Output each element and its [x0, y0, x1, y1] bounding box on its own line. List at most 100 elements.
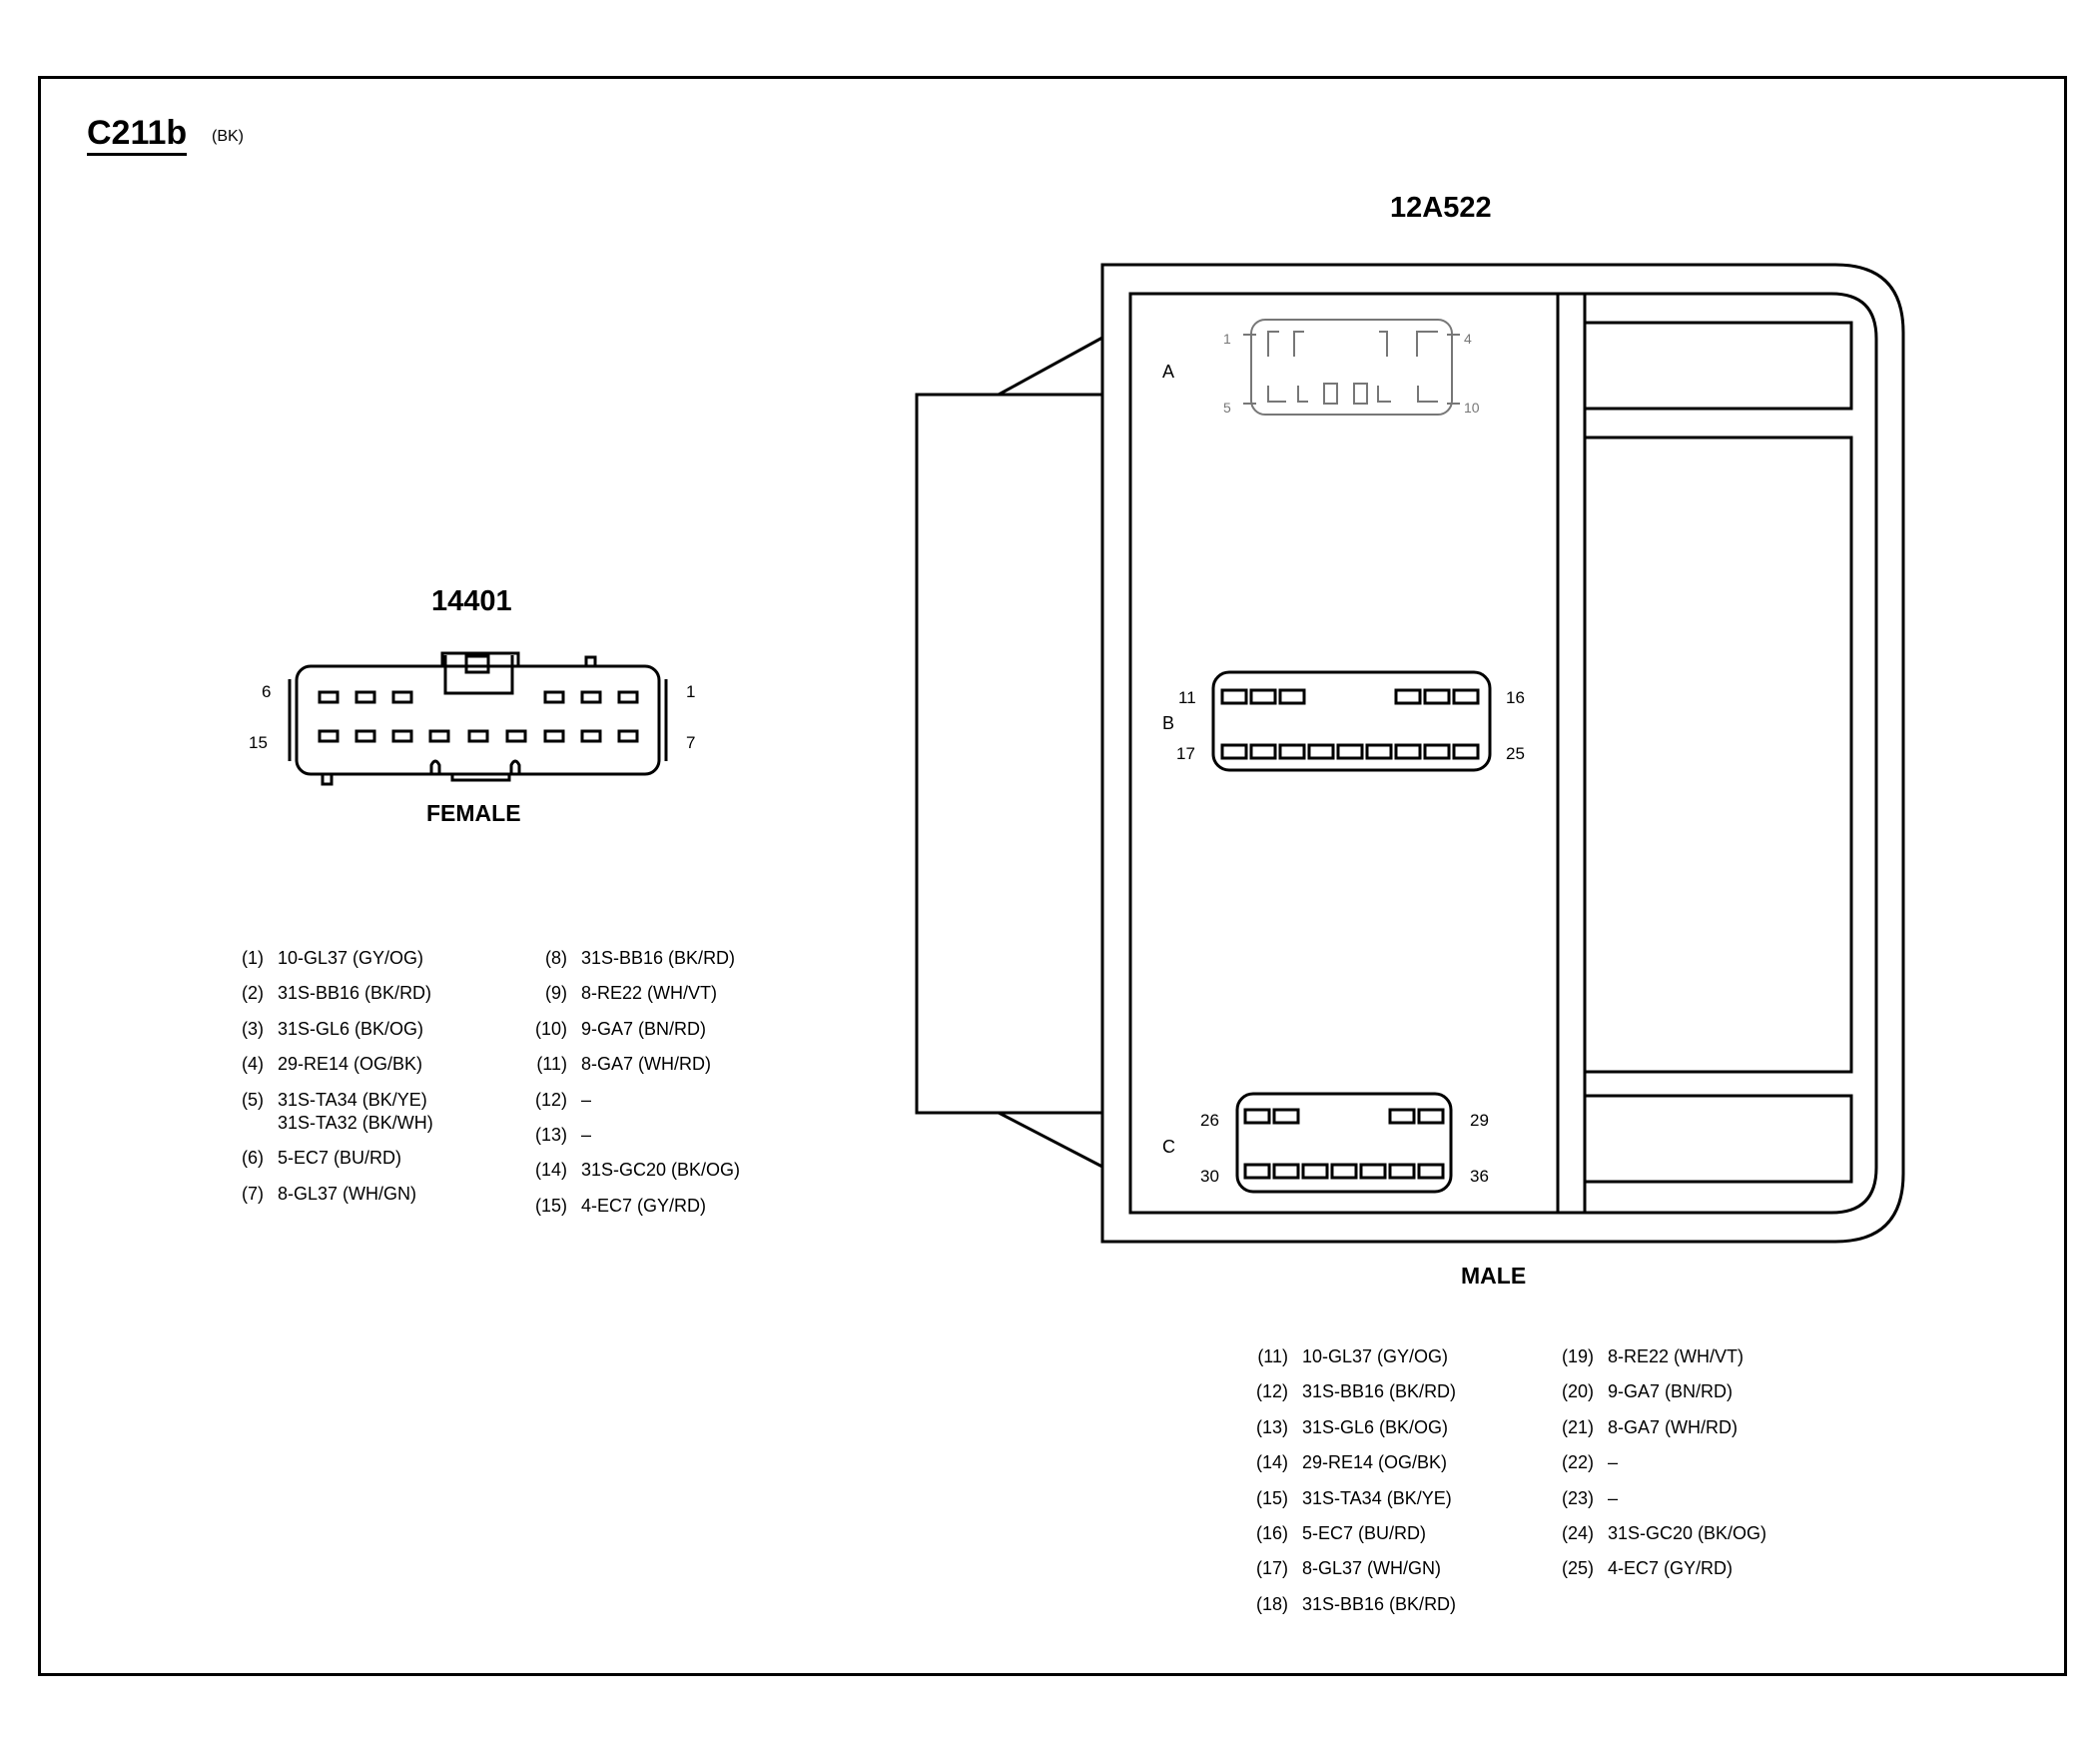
- block-b-cavity-bottom-3: [1278, 743, 1306, 760]
- female-pin-row: (14)31S-GC20 (BK/OG): [527, 1159, 740, 1182]
- block-b-cavity-top-1: [1220, 688, 1248, 705]
- female-pin-row: (12)–: [527, 1089, 740, 1112]
- block-c-cavity-bottom-3: [1301, 1163, 1329, 1180]
- circuit-code: –: [581, 1089, 592, 1110]
- female-pin-label-7: 7: [686, 733, 695, 752]
- circuit-code: 8-RE22 (WH/VT): [581, 983, 718, 1004]
- male-pin-row: (25)4-EC7 (GY/RD): [1554, 1557, 1766, 1580]
- male-side-panel-bottom: [1583, 1094, 1853, 1184]
- female-pin-row: (10)9-GA7 (BN/RD): [527, 1018, 740, 1041]
- pin-number: (16): [1255, 1522, 1288, 1543]
- female-pin-row: (7) 8-GL37 (WH/GN): [224, 1183, 433, 1206]
- female-pin-label-1: 1: [686, 682, 695, 701]
- block-a-cavity-7: [1323, 383, 1338, 405]
- female-cavity-bottom-9: [617, 729, 639, 743]
- male-part-number: 12A522: [1390, 192, 1492, 224]
- pin-number: (11): [1257, 1346, 1288, 1366]
- block-c-cavity-top-2: [1272, 1108, 1300, 1125]
- pin-number: (8): [545, 948, 567, 968]
- male-pin-row: (18)31S-BB16 (BK/RD): [1248, 1593, 1456, 1616]
- block-a-cavity-6: [1297, 386, 1308, 403]
- male-rear-housing: [915, 393, 1104, 1115]
- pin-number: (13): [1255, 1416, 1288, 1437]
- block-a-cavity-5: [1267, 386, 1286, 403]
- pin-number: (4): [242, 1054, 264, 1075]
- male-pin-row: (12)31S-BB16 (BK/RD): [1248, 1380, 1456, 1403]
- female-foot: [321, 772, 334, 786]
- circuit-code: 8-GA7 (WH/RD): [1608, 1416, 1738, 1437]
- male-pin-row: (23)–: [1554, 1487, 1766, 1510]
- block-c-cavity-bottom-5: [1359, 1163, 1387, 1180]
- block-a-pin-label-5: 5: [1223, 400, 1231, 416]
- circuit-code: 10-GL37 (GY/OG): [278, 948, 424, 968]
- block-b-cavity-top-6: [1452, 688, 1480, 705]
- circuit-code: 5-EC7 (BU/RD): [1302, 1522, 1427, 1543]
- female-pin-row: (3)31S-GL6 (BK/OG): [224, 1018, 433, 1041]
- pin-number: (7): [242, 1183, 264, 1204]
- female-cavity-top-4: [543, 690, 565, 704]
- pin-number: (14): [1255, 1452, 1288, 1473]
- circuit-code: 5-EC7 (BU/RD): [278, 1148, 402, 1169]
- pin-number: (22): [1561, 1452, 1594, 1473]
- block-c-cavity-top-1: [1243, 1108, 1271, 1125]
- circuit-code: 8-GL37 (WH/GN): [278, 1183, 417, 1204]
- pin-number: (11): [536, 1054, 567, 1075]
- male-pin-row: (20)9-GA7 (BN/RD): [1554, 1380, 1766, 1403]
- female-pinout-column-1: (1) 10-GL37 (GY/OG) (2)31S-BB16 (BK/RD) (3)…: [224, 947, 433, 1218]
- block-c-cavity-bottom-7: [1417, 1163, 1445, 1180]
- block-b-cavity-top-2: [1249, 688, 1277, 705]
- pin-number: (15): [534, 1195, 567, 1216]
- block-c-cavity-top-4: [1417, 1108, 1445, 1125]
- female-cavity-bottom-4: [428, 729, 450, 743]
- block-a-pin-label-1: 1: [1223, 331, 1231, 347]
- male-inner-face: [1128, 292, 1878, 1215]
- female-pin-row: (15)4-EC7 (GY/RD): [527, 1195, 740, 1218]
- pin-number: (14): [534, 1160, 567, 1181]
- block-b-cavity-bottom-1: [1220, 743, 1248, 760]
- male-pin-row: (22)–: [1554, 1451, 1766, 1474]
- female-part-number: 14401: [431, 585, 512, 617]
- circuit-code: 31S-GC20 (BK/OG): [1608, 1522, 1767, 1543]
- block-b-cavity-top-4: [1394, 688, 1422, 705]
- female-pinout-column-2: (8)31S-BB16 (BK/RD)(9)8-RE22 (WH/VT)(10)…: [527, 947, 740, 1230]
- circuit-code: –: [581, 1124, 592, 1145]
- pin-number: (10): [534, 1018, 567, 1039]
- female-cavity-top-6: [617, 690, 639, 704]
- female-latch-tab: [464, 654, 490, 674]
- male-side-panel-middle: [1583, 436, 1853, 1074]
- male-pinout-column-2: (19)8-RE22 (WH/VT)(20)9-GA7 (BN/RD)(21)8…: [1554, 1345, 1766, 1593]
- female-pin-row: (2)31S-BB16 (BK/RD): [224, 982, 433, 1005]
- circuit-code: 8-RE22 (WH/VT): [1608, 1346, 1745, 1366]
- block-a-cavity-2: [1293, 331, 1304, 357]
- circuit-code: 31S-GL6 (BK/OG): [1302, 1416, 1449, 1437]
- block-c-label: C: [1162, 1137, 1175, 1157]
- circuit-code: –: [1608, 1452, 1619, 1473]
- female-cavity-top-1: [318, 690, 340, 704]
- pin-number: (1): [242, 948, 264, 968]
- female-cavity-bottom-8: [580, 729, 602, 743]
- pin-number: (21): [1561, 1416, 1594, 1437]
- circuit-code: 8-GA7 (WH/RD): [581, 1054, 711, 1075]
- circuit-code: 31S-TA34 (BK/YE) 31S-TA32 (BK/WH): [278, 1089, 433, 1133]
- block-a-cavity-10: [1417, 386, 1438, 403]
- block-a-guides-left: [1243, 334, 1256, 405]
- block-b-cavity-bottom-9: [1452, 743, 1480, 760]
- circuit-code: 10-GL37 (GY/OG): [1302, 1346, 1449, 1366]
- pin-number: (17): [1255, 1558, 1288, 1579]
- block-a-cavity-1: [1267, 331, 1279, 357]
- female-cavity-bottom-1: [318, 729, 340, 743]
- block-b-cavity-bottom-8: [1423, 743, 1451, 760]
- pin-number: (23): [1561, 1487, 1594, 1508]
- female-pin-row: (4)29-RE14 (OG/BK): [224, 1053, 433, 1076]
- block-b-pin-label-17: 17: [1176, 744, 1195, 763]
- pin-number: (9): [545, 983, 567, 1004]
- male-gender-label: MALE: [1461, 1263, 1527, 1289]
- female-pin-row: (9) 8-RE22 (WH/VT): [527, 982, 740, 1005]
- block-b-cavity-bottom-5: [1336, 743, 1364, 760]
- male-pin-row: (13) 31S-GL6 (BK/OG): [1248, 1416, 1456, 1439]
- block-a-guides-right: [1447, 334, 1460, 405]
- circuit-code: 9-GA7 (BN/RD): [1608, 1381, 1734, 1402]
- pin-number: (12): [1255, 1381, 1288, 1402]
- block-b-cavity-bottom-4: [1307, 743, 1335, 760]
- block-b-cavity-bottom-7: [1394, 743, 1422, 760]
